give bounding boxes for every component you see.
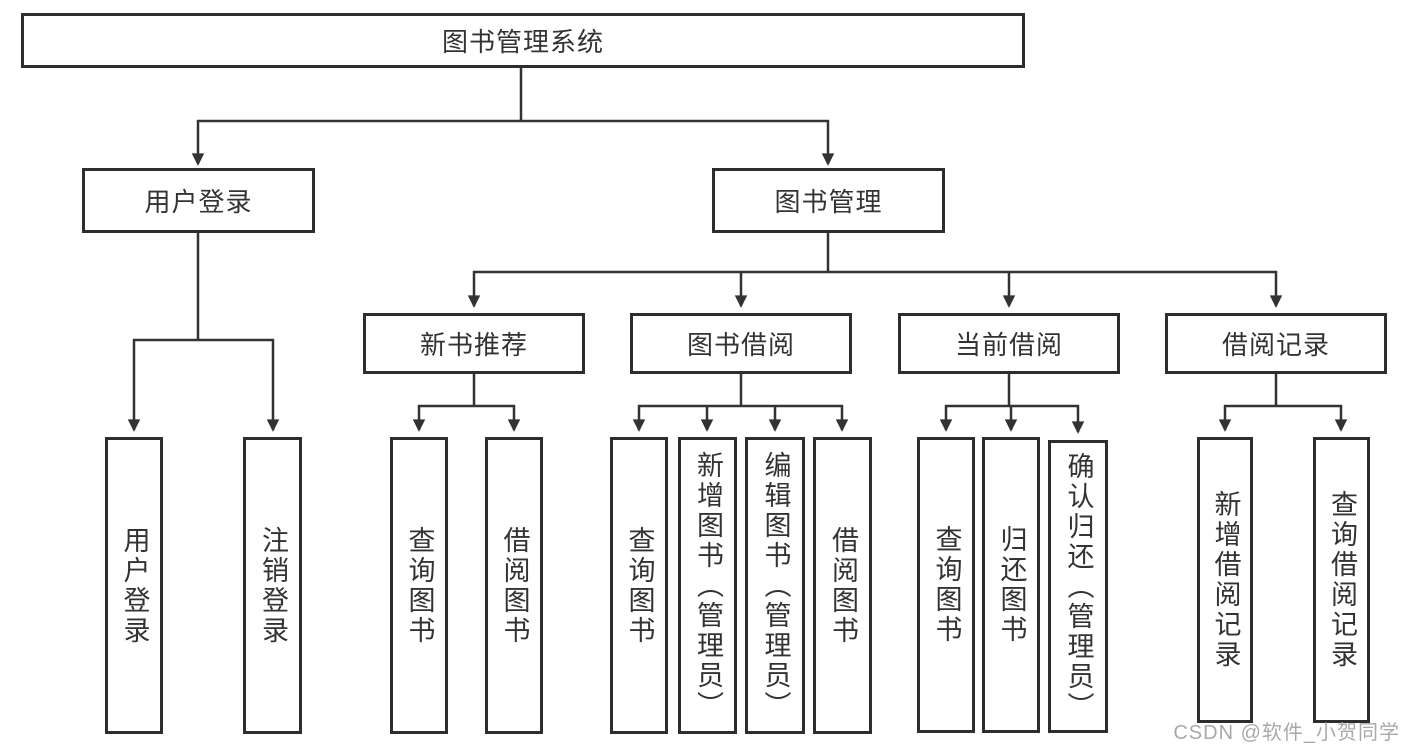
node-book-management-label: 图书管理 bbox=[774, 187, 883, 217]
connector-user-login-to-leaves bbox=[127, 233, 280, 432]
leaf-edit-book-admin-label: 编辑图书（管理员） bbox=[760, 450, 791, 721]
node-user-login-label: 用户登录 bbox=[144, 187, 253, 217]
node-borrow-records: 借阅记录 bbox=[1165, 313, 1387, 374]
node-user-login: 用户登录 bbox=[82, 168, 315, 233]
leaf-query-borrow-record: 查询借阅记录 bbox=[1313, 437, 1370, 723]
leaf-borrow-books-label: 借阅图书 bbox=[828, 525, 858, 646]
connector-root-to-level2 bbox=[191, 68, 835, 166]
node-book-management: 图书管理 bbox=[712, 168, 945, 233]
leaf-user-login-label: 用户登录 bbox=[119, 525, 150, 646]
csdn-watermark: CSDN @软件_小贺同学 bbox=[1173, 722, 1400, 744]
connector-borrow-records-to-leaves bbox=[1218, 374, 1348, 432]
connector-book-management-to-level3 bbox=[467, 233, 1283, 308]
leaf-add-borrow-record: 新增借阅记录 bbox=[1197, 437, 1253, 723]
leaf-query-books-current-label: 查询图书 bbox=[931, 525, 962, 645]
node-root-label: 图书管理系统 bbox=[441, 27, 604, 57]
node-book-borrow-label: 图书借阅 bbox=[686, 330, 795, 360]
leaf-logout: 注销登录 bbox=[243, 437, 302, 734]
leaf-return-books-label: 归还图书 bbox=[996, 525, 1027, 645]
leaf-edit-book-admin: 编辑图书（管理员） bbox=[745, 437, 805, 734]
node-current-borrow: 当前借阅 bbox=[898, 313, 1120, 374]
leaf-borrow-books-recommend-label: 借阅图书 bbox=[499, 525, 530, 646]
leaf-query-books-recommend-label: 查询图书 bbox=[404, 525, 435, 646]
leaf-add-borrow-record-label: 新增借阅记录 bbox=[1210, 490, 1241, 670]
leaf-borrow-books: 借阅图书 bbox=[813, 437, 872, 734]
leaf-confirm-return-admin-label: 确认归还（管理员） bbox=[1063, 451, 1094, 722]
leaf-return-books: 归还图书 bbox=[982, 437, 1040, 733]
leaf-query-books-borrow: 查询图书 bbox=[610, 437, 668, 734]
node-book-borrow: 图书借阅 bbox=[630, 313, 852, 374]
leaf-logout-label: 注销登录 bbox=[258, 525, 288, 646]
connector-new-book-recommend-to-leaves bbox=[412, 374, 521, 432]
leaf-query-borrow-record-label: 查询借阅记录 bbox=[1327, 490, 1357, 670]
node-current-borrow-label: 当前借阅 bbox=[954, 330, 1063, 360]
leaf-add-book-admin: 新增图书（管理员） bbox=[678, 437, 737, 734]
node-root: 图书管理系统 bbox=[21, 13, 1025, 68]
connector-book-borrow-to-leaves bbox=[632, 374, 849, 432]
leaf-confirm-return-admin: 确认归还（管理员） bbox=[1048, 440, 1108, 733]
node-new-book-recommend-label: 新书推荐 bbox=[419, 330, 528, 360]
leaf-borrow-books-recommend: 借阅图书 bbox=[485, 437, 543, 734]
node-new-book-recommend: 新书推荐 bbox=[363, 313, 585, 374]
leaf-query-books-current: 查询图书 bbox=[917, 437, 975, 733]
node-borrow-records-label: 借阅记录 bbox=[1221, 330, 1330, 360]
leaf-query-books-recommend: 查询图书 bbox=[390, 437, 448, 734]
leaf-query-books-borrow-label: 查询图书 bbox=[624, 525, 655, 646]
leaf-user-login: 用户登录 bbox=[105, 437, 163, 734]
leaf-add-book-admin-label: 新增图书（管理员） bbox=[693, 450, 723, 721]
connector-current-borrow-to-leaves bbox=[939, 374, 1085, 434]
